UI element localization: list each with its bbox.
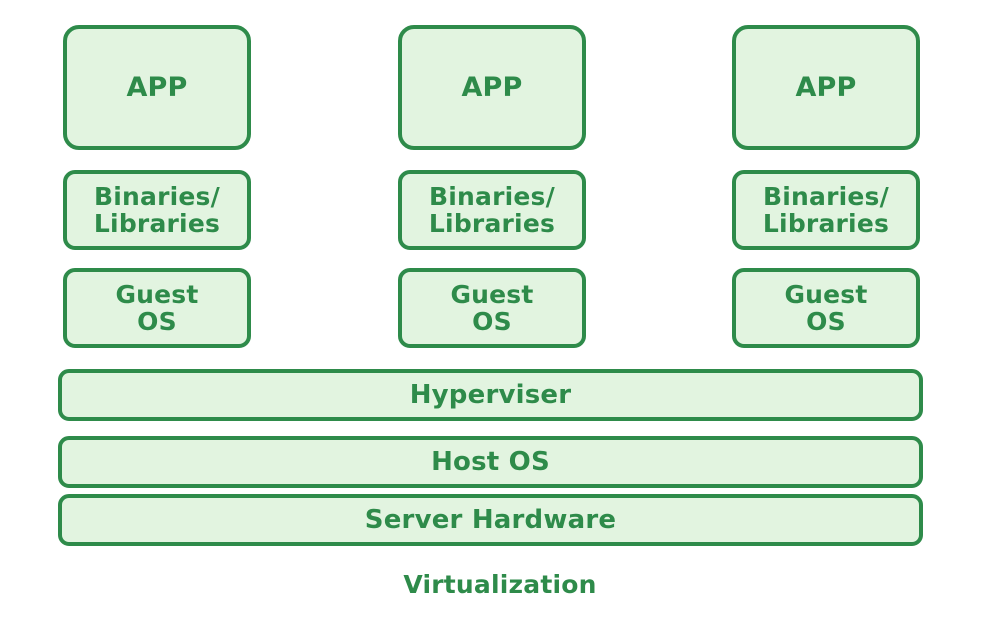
app-box-2: APP (398, 25, 586, 150)
binaries-libraries-box-1: Binaries/ Libraries (63, 170, 251, 250)
guest-os-box-1: Guest OS (63, 268, 251, 348)
guest-os-box-3: Guest OS (732, 268, 920, 348)
host-os-layer: Host OS (58, 436, 923, 488)
app-box-1: APP (63, 25, 251, 150)
hypervisor-layer: Hyperviser (58, 369, 923, 421)
app-box-3: APP (732, 25, 920, 150)
diagram-caption: Virtualization (403, 570, 597, 599)
guest-os-box-2: Guest OS (398, 268, 586, 348)
binaries-libraries-box-3: Binaries/ Libraries (732, 170, 920, 250)
server-hardware-layer: Server Hardware (58, 494, 923, 546)
binaries-libraries-box-2: Binaries/ Libraries (398, 170, 586, 250)
